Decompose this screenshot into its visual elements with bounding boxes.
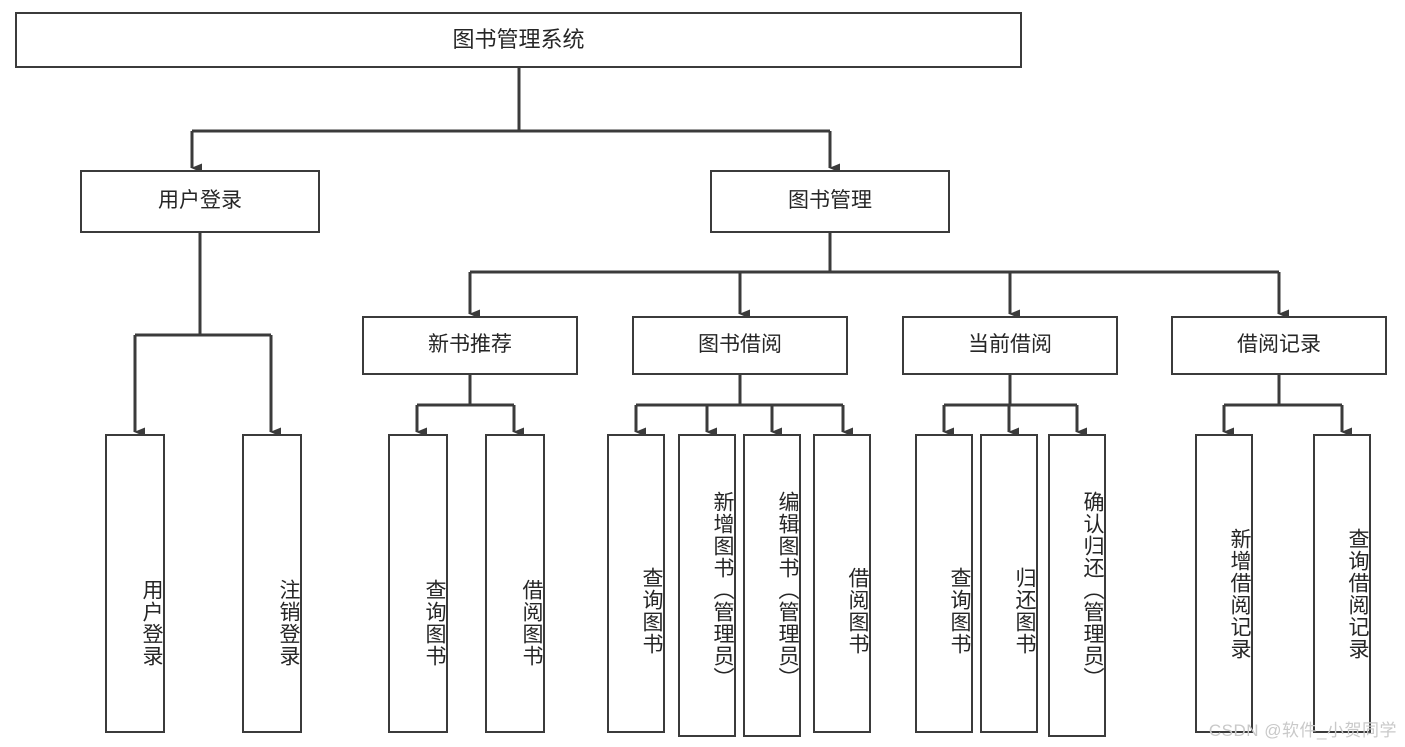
node-borrow-record[interactable]: 借阅记录 [1171, 316, 1387, 375]
node-label: 图书借阅 [698, 333, 782, 357]
leaf-borrow-record-add-record[interactable]: 新增借阅记录 [1195, 434, 1253, 733]
node-label: 新增借阅记录 [1228, 527, 1251, 660]
node-label: 注销登录 [277, 578, 300, 667]
leaf-book-borrow-borrow-book[interactable]: 借阅图书 [813, 434, 871, 733]
leaf-new-book-query-book[interactable]: 查询图书 [388, 434, 448, 733]
leaf-user-login-logout[interactable]: 注销登录 [242, 434, 302, 733]
node-label: 新增图书（管理员） [711, 490, 734, 689]
node-label: 归还图书 [1013, 566, 1036, 655]
node-label: 当前借阅 [968, 333, 1052, 357]
leaf-book-borrow-query-book[interactable]: 查询图书 [607, 434, 665, 733]
leaf-current-borrow-return-book[interactable]: 归还图书 [980, 434, 1038, 733]
node-label: 新书推荐 [428, 333, 512, 357]
node-label: 查询图书 [640, 566, 663, 655]
node-label: 查询图书 [423, 578, 446, 667]
leaf-new-book-borrow-book[interactable]: 借阅图书 [485, 434, 545, 733]
node-root-system[interactable]: 图书管理系统 [15, 12, 1022, 68]
node-book-borrow[interactable]: 图书借阅 [632, 316, 848, 375]
node-label: 借阅记录 [1237, 333, 1321, 357]
node-book-management[interactable]: 图书管理 [710, 170, 950, 233]
leaf-current-borrow-query-book[interactable]: 查询图书 [915, 434, 973, 733]
leaf-current-borrow-confirm-return-admin[interactable]: 确认归还（管理员） [1048, 434, 1106, 737]
node-label: 查询借阅记录 [1346, 527, 1369, 660]
node-label: 借阅图书 [520, 578, 543, 667]
node-user-login[interactable]: 用户登录 [80, 170, 320, 233]
node-label: 确认归还（管理员） [1081, 490, 1104, 689]
leaf-book-borrow-add-book-admin[interactable]: 新增图书（管理员） [678, 434, 736, 737]
watermark-csdn: CSDN @软件_小贺同学 [1208, 721, 1397, 740]
node-label: 借阅图书 [846, 566, 869, 655]
leaf-book-borrow-edit-book-admin[interactable]: 编辑图书（管理员） [743, 434, 801, 737]
node-label: 图书管理系统 [452, 27, 585, 53]
node-label: 编辑图书（管理员） [776, 490, 799, 689]
node-label: 用户登录 [140, 578, 163, 667]
node-label: 用户登录 [158, 189, 242, 213]
node-new-book-recommend[interactable]: 新书推荐 [362, 316, 578, 375]
node-label: 图书管理 [788, 189, 872, 213]
leaf-borrow-record-query-record[interactable]: 查询借阅记录 [1313, 434, 1371, 733]
node-current-borrow[interactable]: 当前借阅 [902, 316, 1118, 375]
leaf-user-login-login[interactable]: 用户登录 [105, 434, 165, 733]
node-label: 查询图书 [948, 566, 971, 655]
